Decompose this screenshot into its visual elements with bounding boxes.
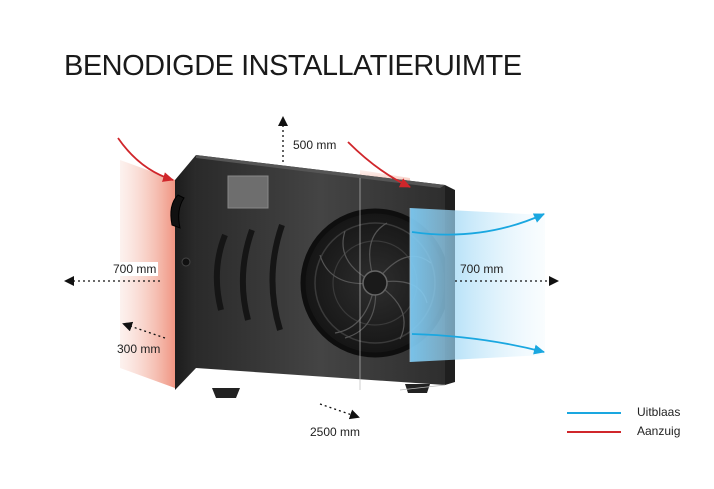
unit-foot-left bbox=[212, 388, 240, 398]
legend-swatch-exhaust bbox=[567, 412, 621, 414]
construction-lines bbox=[359, 178, 446, 391]
unit-top-edge bbox=[196, 155, 445, 188]
unit-handle bbox=[170, 194, 185, 229]
legend-item-intake: Aanzuig bbox=[567, 424, 687, 438]
legend-swatch-intake bbox=[567, 431, 621, 433]
unit-louvre-2 bbox=[239, 228, 255, 321]
exhaust-arrow-top bbox=[411, 213, 545, 236]
intake-arrow-back bbox=[117, 137, 174, 182]
legend-label-exhaust: Uitblaas bbox=[637, 405, 681, 419]
unit-foot-right bbox=[405, 384, 430, 393]
legend-label-intake: Aanzuig bbox=[637, 424, 681, 438]
clearance-label-left: 700 mm bbox=[111, 262, 159, 276]
page-title: BENODIGDE INSTALLATIERUIMTE bbox=[64, 50, 522, 82]
clearance-label-front: 2500 mm bbox=[310, 425, 361, 439]
unit-side-panel bbox=[175, 155, 196, 390]
clearance-arrow-back bbox=[122, 321, 166, 339]
exhaust-arrow-bottom bbox=[411, 333, 545, 355]
unit-louvre-3 bbox=[269, 224, 285, 331]
intake-arrow-top bbox=[347, 141, 411, 188]
unit-connector bbox=[181, 257, 191, 267]
fan-hub bbox=[362, 270, 388, 296]
clearance-label-right: 700 mm bbox=[460, 262, 504, 276]
clearance-label-top: 500 mm bbox=[293, 138, 337, 152]
unit-label-plate bbox=[227, 175, 269, 209]
clearance-arrow-front bbox=[319, 403, 360, 420]
unit-louvre-1 bbox=[213, 233, 228, 311]
clearance-arrows bbox=[64, 116, 559, 420]
clearance-label-back: 300 mm bbox=[117, 342, 161, 356]
legend-item-exhaust: Uitblaas bbox=[567, 405, 687, 419]
exhaust-zone bbox=[410, 208, 545, 362]
